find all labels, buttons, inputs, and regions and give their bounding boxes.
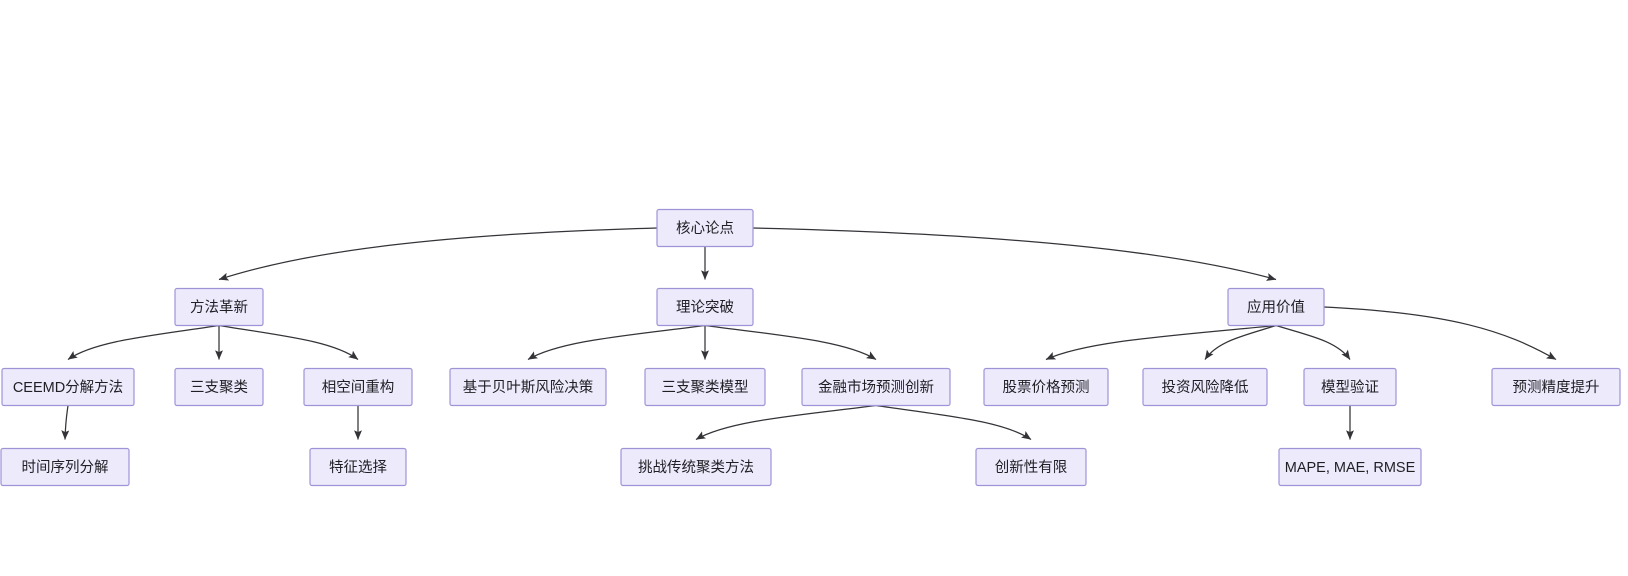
node-box[interactable] xyxy=(1,367,135,407)
node-l3c[interactable]: 挑战传统聚类方法 xyxy=(620,447,772,487)
node-l1a[interactable]: 方法革新 xyxy=(174,287,264,327)
node-label: 方法革新 xyxy=(190,299,248,316)
node-box[interactable] xyxy=(644,367,766,407)
node-box[interactable] xyxy=(1227,287,1325,327)
edge-l2a-to-l3a xyxy=(61,405,70,440)
node-label: 创新性有限 xyxy=(995,459,1068,476)
edge-l1a-to-l2c xyxy=(218,324,359,361)
node-l3d[interactable]: 创新性有限 xyxy=(975,447,1087,487)
node-root[interactable]: 核心论点 xyxy=(656,208,754,248)
node-label: 三支聚类模型 xyxy=(662,379,749,396)
edge-root-to-l1a xyxy=(218,227,658,281)
edge-l1c-to-l2i xyxy=(1275,324,1351,360)
node-box[interactable] xyxy=(656,208,754,248)
node-l2g[interactable]: 股票价格预测 xyxy=(983,367,1109,407)
node-label: 预测精度提升 xyxy=(1513,379,1600,396)
node-label: 相空间重构 xyxy=(322,379,395,396)
edge-l1a-to-l2a xyxy=(67,324,220,361)
node-l2e[interactable]: 三支聚类模型 xyxy=(644,367,766,407)
node-label: 金融市场预测创新 xyxy=(818,379,934,396)
edge-l1c-to-l2g xyxy=(1045,324,1277,361)
node-box[interactable] xyxy=(1278,447,1422,487)
node-box[interactable] xyxy=(801,367,951,407)
node-l2a[interactable]: CEEMD分解方法 xyxy=(1,367,135,407)
node-label: 特征选择 xyxy=(329,459,387,476)
node-label: 基于贝叶斯风险决策 xyxy=(463,379,594,396)
node-box[interactable] xyxy=(1142,367,1268,407)
node-l3b[interactable]: 特征选择 xyxy=(309,447,407,487)
node-label: 核心论点 xyxy=(676,220,734,237)
edge-layer xyxy=(61,227,1557,441)
edge-l2f-to-l3c xyxy=(695,404,877,441)
node-l1c[interactable]: 应用价值 xyxy=(1227,287,1325,327)
node-box[interactable] xyxy=(449,367,607,407)
node-box[interactable] xyxy=(1303,367,1397,407)
edge-l1c-to-l2h xyxy=(1204,324,1277,360)
node-l3a[interactable]: 时间序列分解 xyxy=(0,447,130,487)
node-l2i[interactable]: 模型验证 xyxy=(1303,367,1397,407)
node-box[interactable] xyxy=(1491,367,1621,407)
node-label: 应用价值 xyxy=(1247,298,1305,316)
node-box[interactable] xyxy=(975,447,1087,487)
node-box[interactable] xyxy=(620,447,772,487)
node-label: MAPE, MAE, RMSE xyxy=(1285,460,1416,476)
node-box[interactable] xyxy=(309,447,407,487)
node-label: 三支聚类 xyxy=(190,379,248,396)
node-l2j[interactable]: 预测精度提升 xyxy=(1491,367,1621,407)
edge-l1b-to-l2d xyxy=(527,324,706,361)
node-l3e[interactable]: MAPE, MAE, RMSE xyxy=(1278,447,1422,487)
node-box[interactable] xyxy=(983,367,1109,407)
node-l2d[interactable]: 基于贝叶斯风险决策 xyxy=(449,367,607,407)
node-box[interactable] xyxy=(174,367,264,407)
node-l2b[interactable]: 三支聚类 xyxy=(174,367,264,407)
node-box[interactable] xyxy=(303,367,413,407)
node-box[interactable] xyxy=(0,447,130,487)
node-l2c[interactable]: 相空间重构 xyxy=(303,367,413,407)
node-label: CEEMD分解方法 xyxy=(13,379,123,396)
node-label: 模型验证 xyxy=(1321,379,1379,396)
node-l2h[interactable]: 投资风险降低 xyxy=(1142,367,1268,407)
node-l1b[interactable]: 理论突破 xyxy=(656,287,754,327)
edge-l1b-to-l2f xyxy=(704,324,877,361)
node-l2f[interactable]: 金融市场预测创新 xyxy=(801,367,951,407)
node-box[interactable] xyxy=(174,287,264,327)
node-box[interactable] xyxy=(656,287,754,327)
node-label: 时间序列分解 xyxy=(22,459,109,476)
edge-l2f-to-l3d xyxy=(875,404,1032,441)
edge-root-to-l1c xyxy=(752,227,1277,281)
node-label: 理论突破 xyxy=(676,299,734,316)
node-label: 股票价格预测 xyxy=(1003,379,1090,396)
node-label: 投资风险降低 xyxy=(1162,379,1249,396)
edge-l1c-to-l2j xyxy=(1323,306,1557,361)
node-label: 挑战传统聚类方法 xyxy=(638,459,754,476)
